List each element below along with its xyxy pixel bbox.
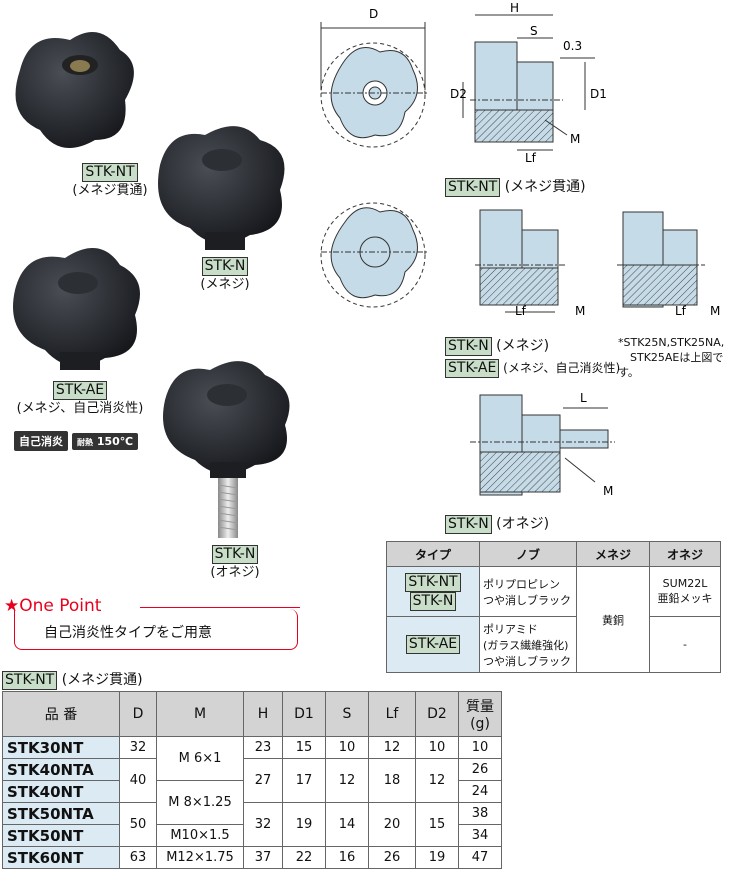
caption-stk-nt: STK-NT (メネジ貫通) (72, 163, 148, 198)
table-row: STK50NTA 50 32 19 14 20 15 38 (2, 802, 502, 847)
drawing-caption-n: STK-N (メネジ) (445, 335, 549, 356)
svg-text:Lf: Lf (675, 304, 687, 318)
feature-badges: 自己消炎耐熱 150℃ (14, 430, 142, 451)
tag-stk-nt: STK-NT (82, 163, 138, 182)
tag-stk-ae: STK-AE (52, 381, 108, 400)
main-table-caption: STK-NT (メネジ貫通) (2, 669, 143, 690)
svg-text:H: H (510, 1, 519, 15)
one-point-box: ★One Point 自己消炎性タイプをご用意 (4, 596, 304, 656)
drawing-caption-nt: STK-NT (メネジ貫通) (445, 176, 586, 197)
self-extinguishing-badge: 自己消炎 (14, 431, 68, 451)
svg-text:L: L (580, 391, 587, 405)
knob-photo-stk-nt (15, 32, 134, 148)
knob-photo-stk-n (158, 126, 285, 250)
svg-text:M: M (710, 304, 720, 318)
svg-text:M: M (603, 484, 613, 498)
knob-photo-stk-ae (13, 248, 140, 370)
caption-stk-n: STK-N (メネジ) (200, 257, 250, 292)
svg-text:Lf: Lf (515, 304, 527, 318)
svg-text:M: M (570, 132, 580, 146)
knob-photo-stk-n-male (163, 361, 290, 538)
drawing-male-side-view (470, 394, 615, 496)
svg-text:D2: D2 (450, 87, 467, 101)
svg-text:S: S (530, 24, 538, 38)
drawing-caption-male: STK-N (オネジ) (445, 513, 549, 534)
svg-text:D1: D1 (590, 87, 607, 101)
drawing-n-small-side-view (617, 211, 705, 308)
table-row: STK60NT 63 M12×1.75 37 22 16 26 19 47 (2, 846, 502, 869)
svg-text:D: D (369, 7, 378, 21)
table-row: STK40NT M 8×1.25 24 (2, 780, 502, 825)
caption-stk-ae: STK-AE (メネジ、自己消炎性) (16, 381, 144, 416)
svg-text:M: M (575, 304, 585, 318)
table-row: STK40NTA 40 27 17 12 18 12 26 (2, 758, 502, 803)
table-row: STK50NT M10×1.5 34 (2, 824, 502, 847)
drawing-n-side-view (475, 209, 567, 313)
caption-stk-n-male: STK-N (オネジ) (210, 545, 260, 580)
heat-resistance-badge: 耐熱 150℃ (72, 433, 139, 450)
tag-stk-n-male: STK-N (211, 545, 259, 564)
svg-text:Lf: Lf (525, 151, 537, 165)
svg-text:0.3: 0.3 (563, 39, 582, 53)
drawing-nt-top-view (320, 22, 429, 148)
drawing-nt-side-view (462, 14, 595, 151)
drawing-caption-ae: STK-AE (メネジ、自己消炎性) (445, 359, 620, 378)
stk-nt-dimension-table: 品 番 D M H D1 S Lf D2 質量(g) STK30NT 32 M … (2, 691, 502, 869)
technical-drawings: D H S 0.3 D2 D1 M Lf Lf M (320, 1, 720, 498)
drawing-note: *STK25N,STK25NA,STK25AEは上図です。 (618, 336, 725, 379)
knob-photos (13, 32, 290, 538)
tag-stk-n: STK-N (201, 257, 249, 276)
table-row: STK30NT 32 M 6×1 23 15 10 12 10 10 (2, 736, 502, 781)
drawing-n-top-view (320, 202, 429, 308)
